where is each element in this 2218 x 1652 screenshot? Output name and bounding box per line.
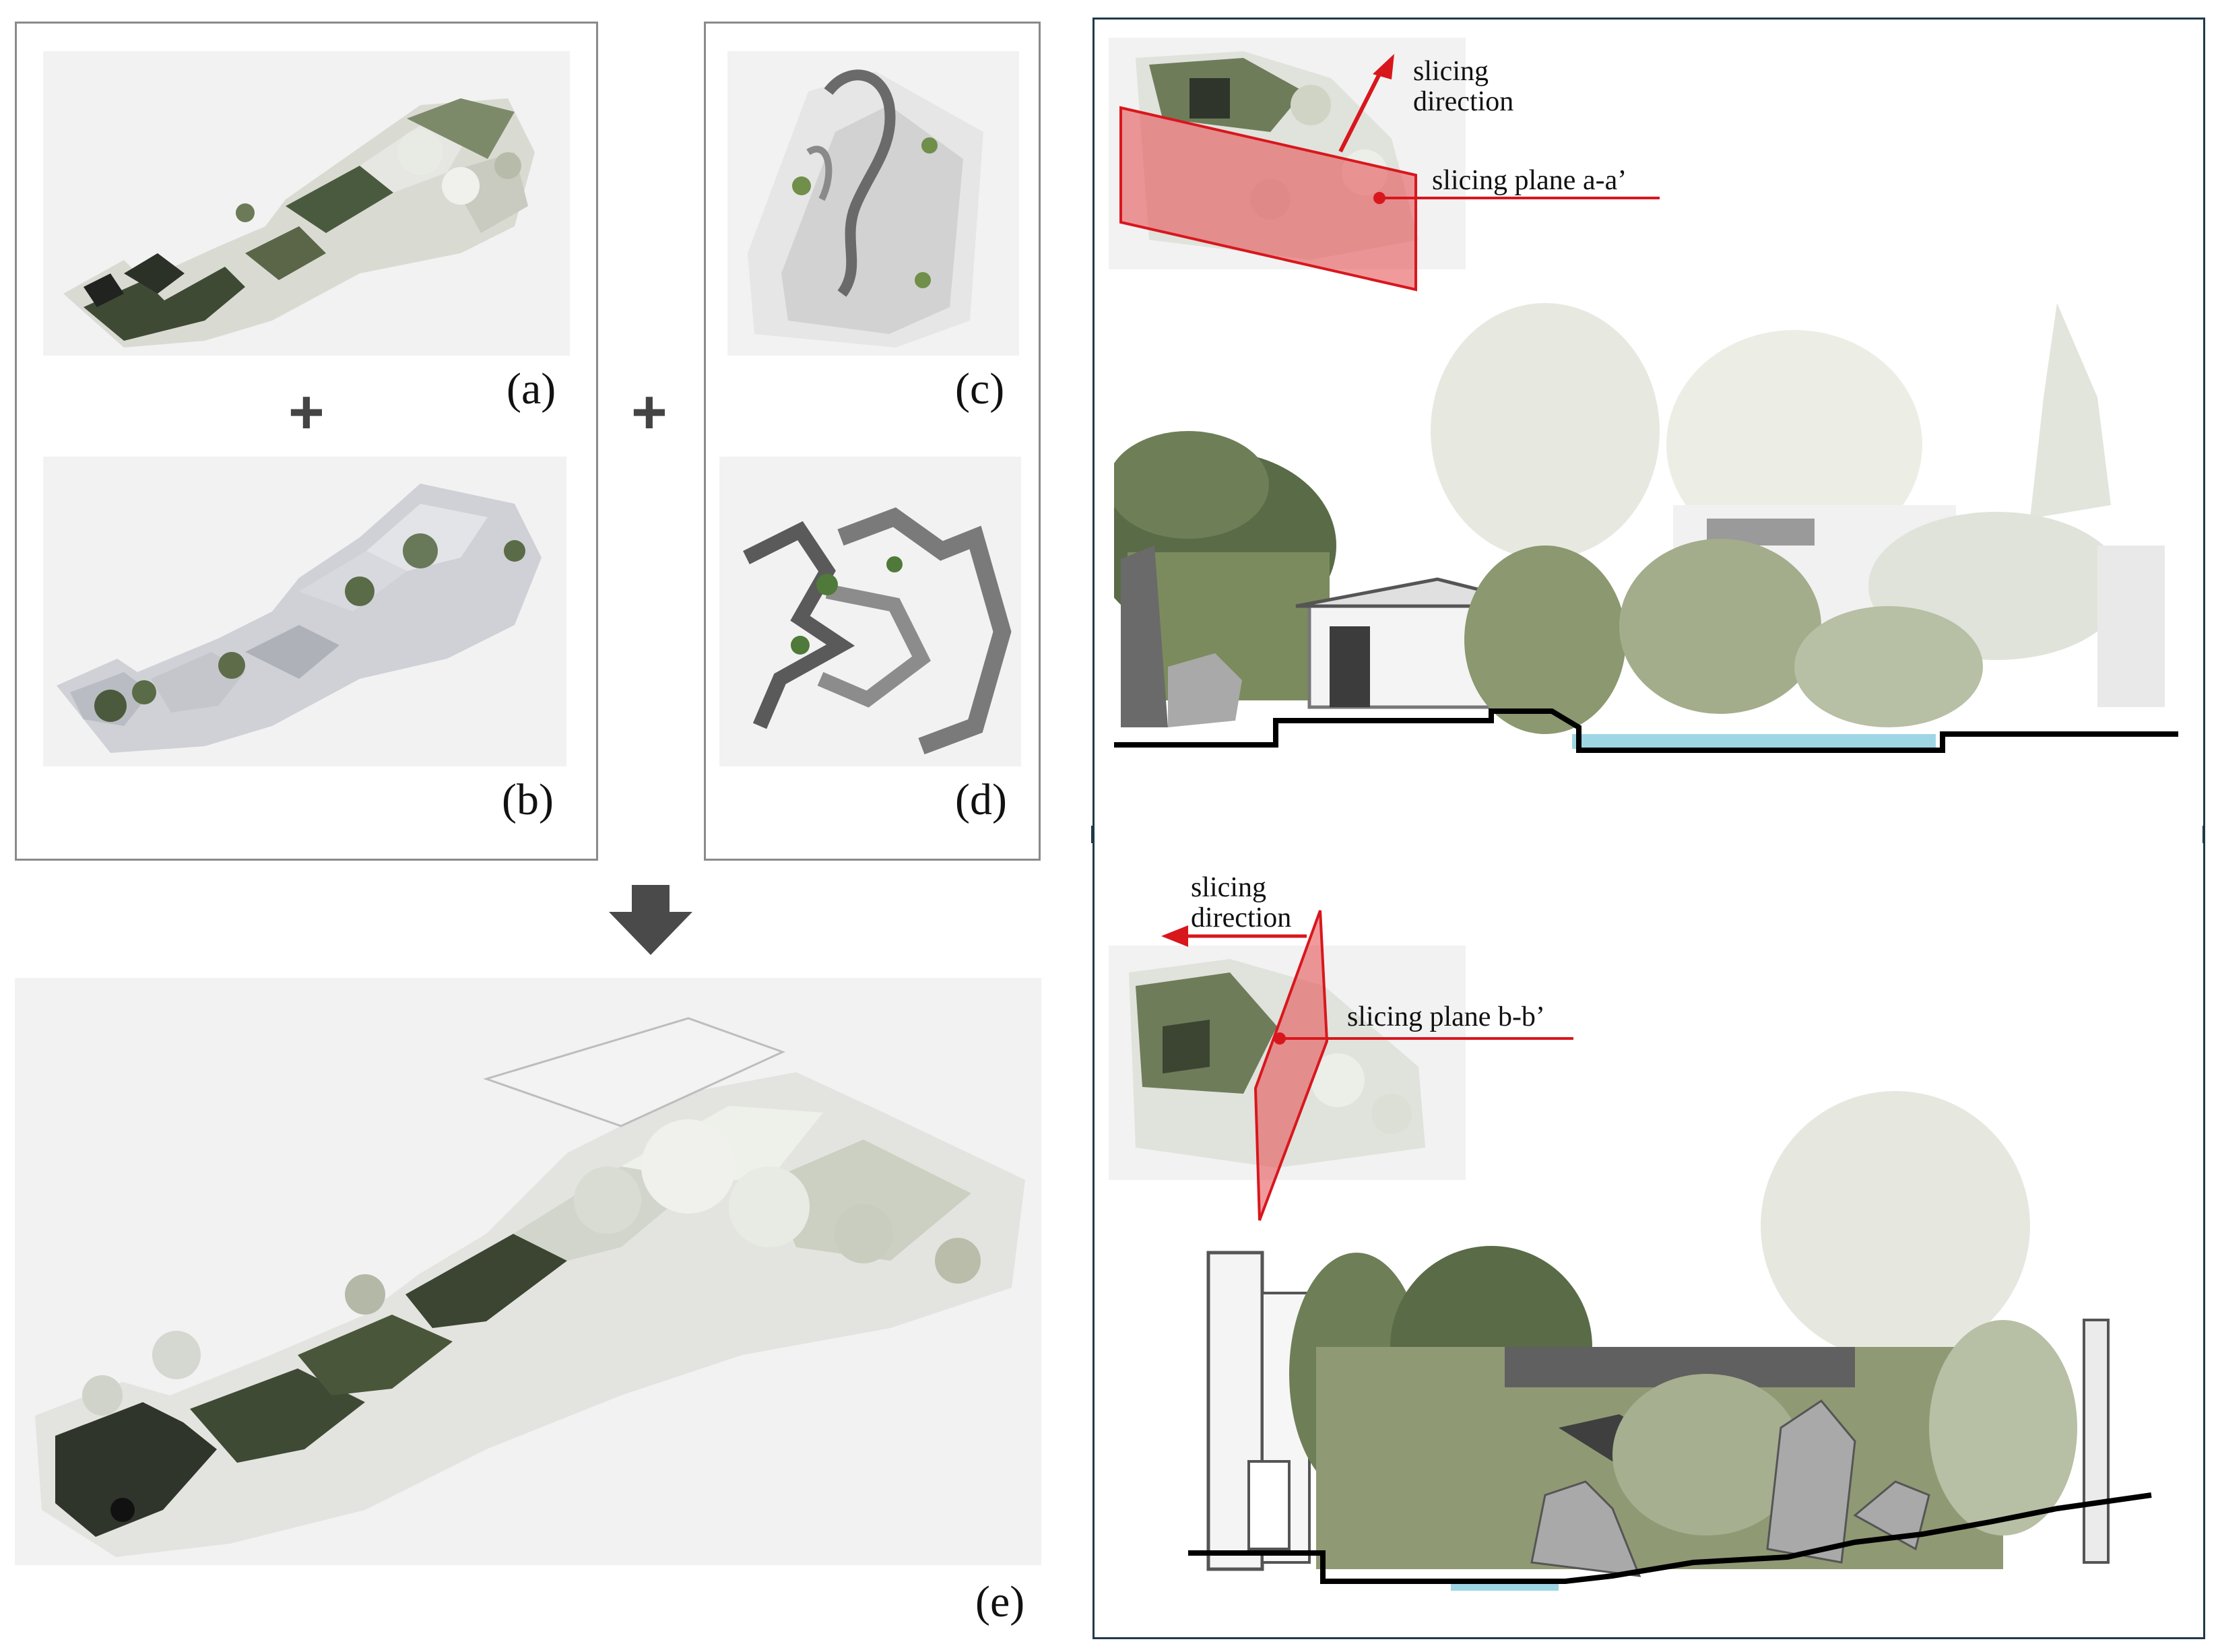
label-b: (b)	[502, 775, 554, 824]
label-c: (c)	[955, 364, 1005, 414]
label-d: (d)	[955, 775, 1007, 824]
slicing-plane-b-graphic	[1253, 910, 1329, 1221]
section-a-plane-leader-line	[1373, 192, 1660, 204]
section-b-plane-label: slicing plane b-b’	[1347, 1001, 1545, 1032]
section-b-elevation	[1181, 1078, 2158, 1603]
point-cloud-a-graphic	[63, 98, 535, 348]
section-b-plane-leader-line	[1274, 1032, 1573, 1045]
panel-c-point-cloud	[727, 51, 1019, 356]
panel-b-point-cloud	[43, 457, 566, 766]
panel-e-merged-point-cloud	[15, 978, 1041, 1565]
section-a-direction-label: slicing direction	[1413, 56, 1514, 118]
merge-arrow-down-icon	[609, 885, 692, 955]
slicing-direction-a-arrow-icon	[1338, 54, 1394, 153]
point-cloud-c-graphic	[748, 69, 983, 348]
slicing-plane-a-graphic	[1119, 106, 1417, 292]
point-cloud-b-graphic	[57, 484, 542, 753]
plus-sign-middle: +	[631, 378, 667, 447]
label-a: (a)	[507, 364, 556, 414]
plus-sign-left: +	[288, 378, 325, 447]
frame-tick-right	[2203, 826, 2205, 843]
section-b-elevation-graphic	[1188, 1091, 2152, 1591]
section-a-plane-label: slicing plane a-a’	[1432, 165, 1627, 196]
slicing-direction-b-arrow-icon	[1161, 925, 1307, 947]
point-cloud-e-graphic	[35, 1017, 1025, 1557]
label-e: (e)	[975, 1577, 1025, 1626]
section-a-elevation-graphic	[1114, 303, 2178, 753]
panel-a-point-cloud	[43, 51, 570, 356]
frame-tick-left	[1091, 826, 1094, 843]
section-b-direction-label: slicing direction	[1191, 872, 1292, 934]
section-a-elevation	[1114, 290, 2178, 788]
point-cloud-d-graphic	[733, 470, 1016, 755]
panel-d-point-cloud	[719, 457, 1021, 766]
